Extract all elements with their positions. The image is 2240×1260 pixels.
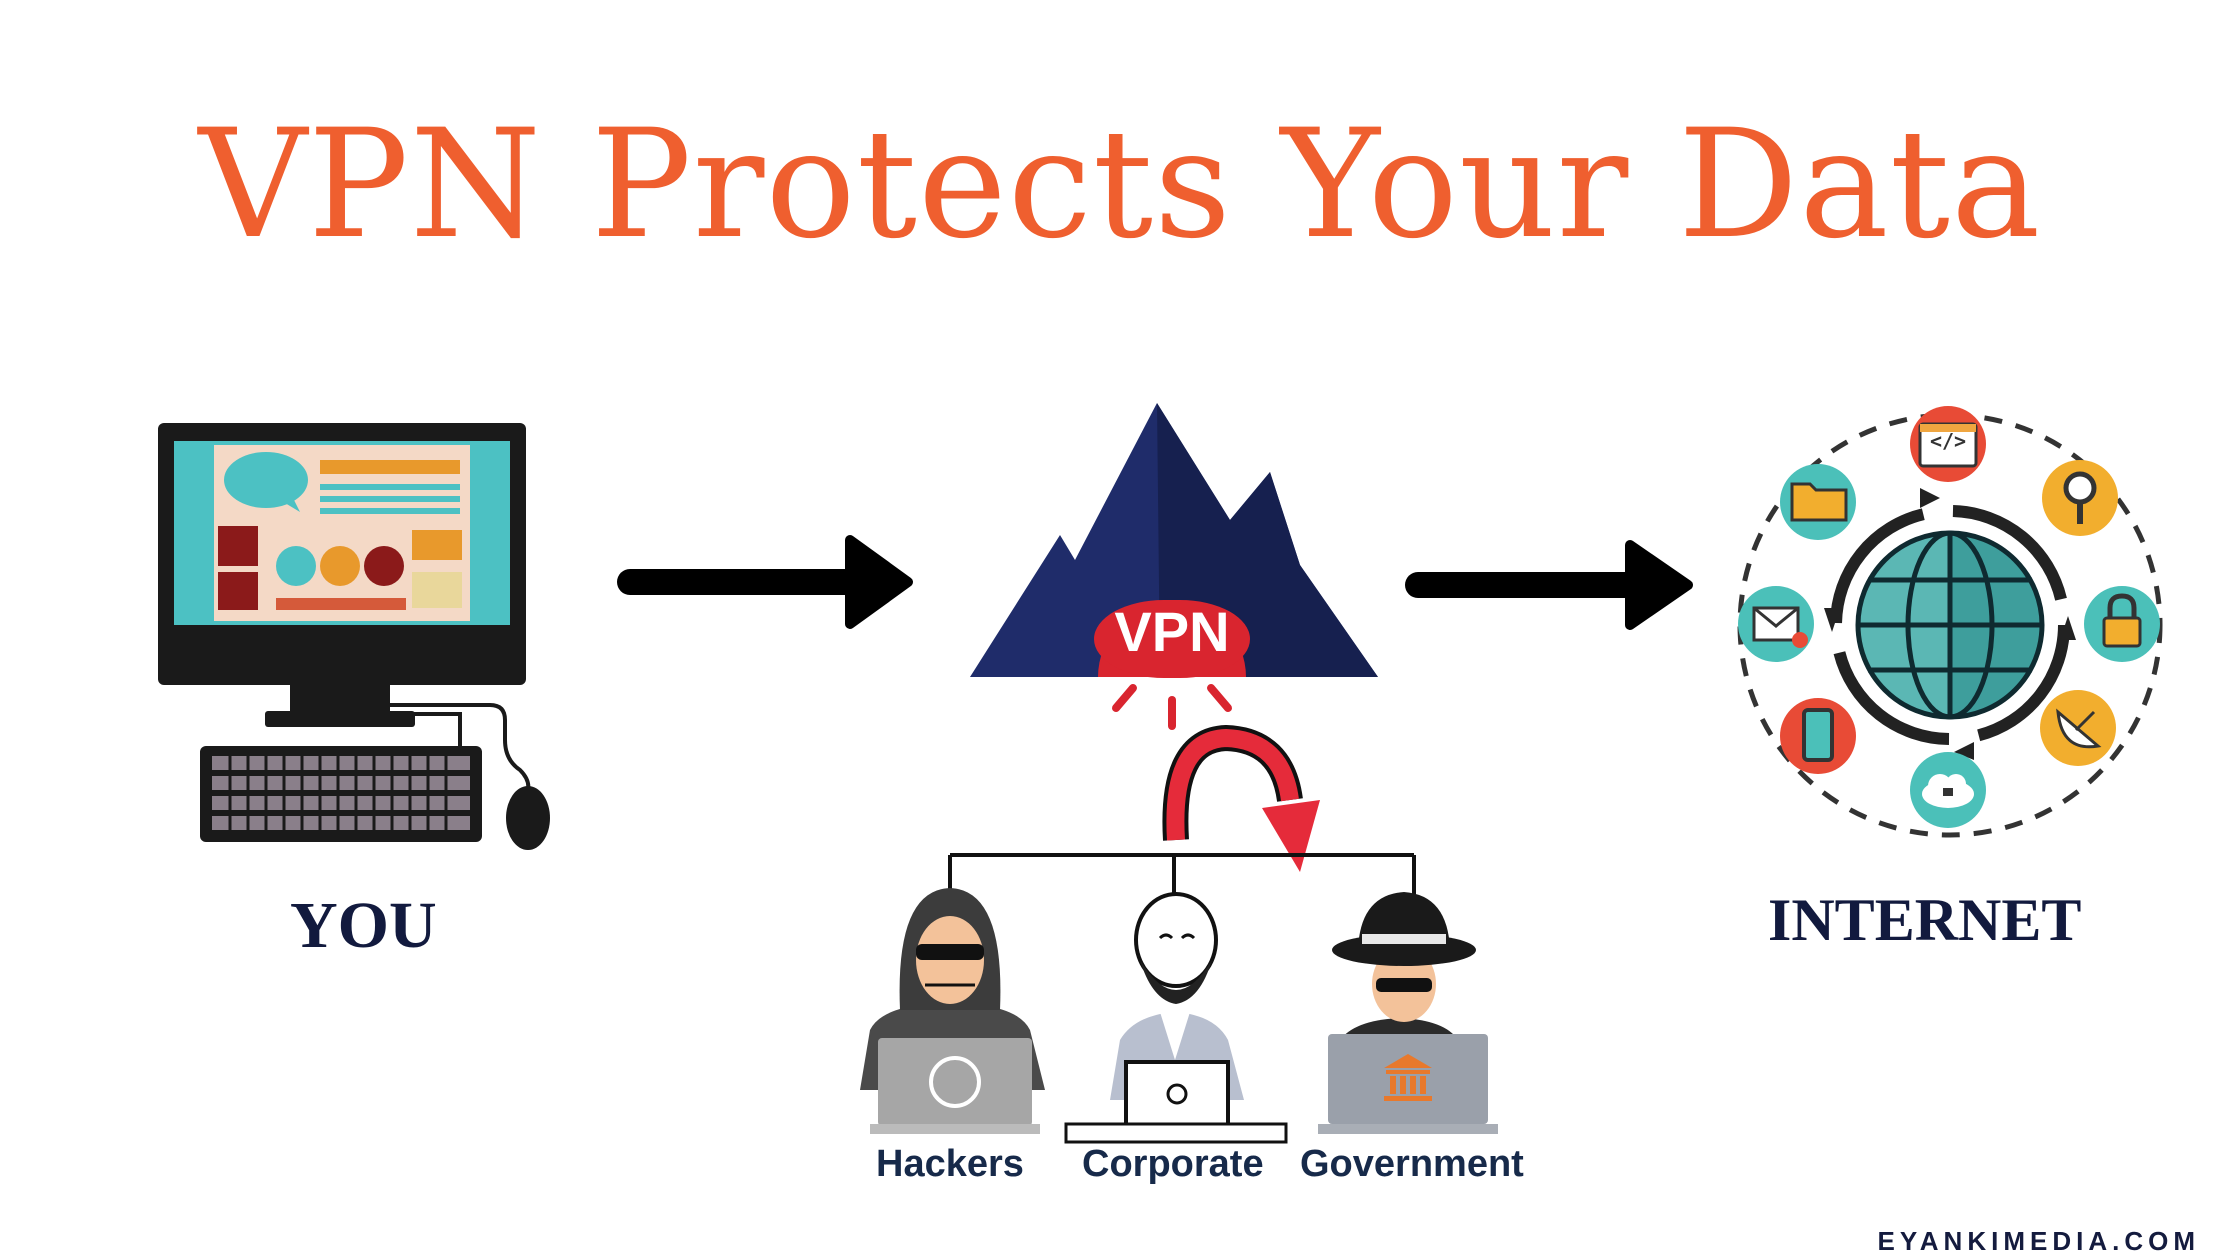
page-title: VPN Protects Your Data	[198, 98, 2042, 272]
hacker-icon	[860, 888, 1045, 1134]
site-url: EYANKIMEDIA.COM	[1877, 1226, 2200, 1256]
connector-lines	[948, 853, 1416, 898]
folder-icon	[1780, 464, 1856, 540]
redirect-arrow-icon	[1162, 724, 1320, 872]
code-window-icon	[1910, 406, 1986, 482]
arrow-right-icon	[1405, 540, 1693, 630]
search-icon	[2042, 460, 2118, 536]
hackers-label: Hackers	[876, 1143, 1024, 1185]
vpn-label: VPN	[1114, 600, 1230, 663]
lock-icon	[2084, 586, 2160, 662]
corporate-label: Corporate	[1082, 1143, 1264, 1185]
spy-icon	[1318, 892, 1498, 1134]
vpn-mountain-icon	[970, 403, 1378, 730]
internet-hub	[1737, 406, 2163, 838]
you-label: YOU	[290, 889, 437, 962]
email-icon	[1738, 586, 1814, 662]
globe-icon	[1855, 530, 2045, 720]
code-symbol: </>	[1929, 429, 1967, 453]
internet-label: INTERNET	[1768, 887, 2082, 953]
satellite-dish-icon	[2040, 690, 2116, 766]
businessman-icon	[1064, 892, 1288, 1144]
computer-icon	[158, 423, 550, 850]
bank-icon	[1384, 1054, 1432, 1101]
cloud-lock-icon	[1910, 752, 1986, 828]
arrow-right-icon	[617, 535, 913, 629]
government-label: Government	[1300, 1143, 1524, 1185]
smartphone-icon	[1780, 698, 1856, 774]
